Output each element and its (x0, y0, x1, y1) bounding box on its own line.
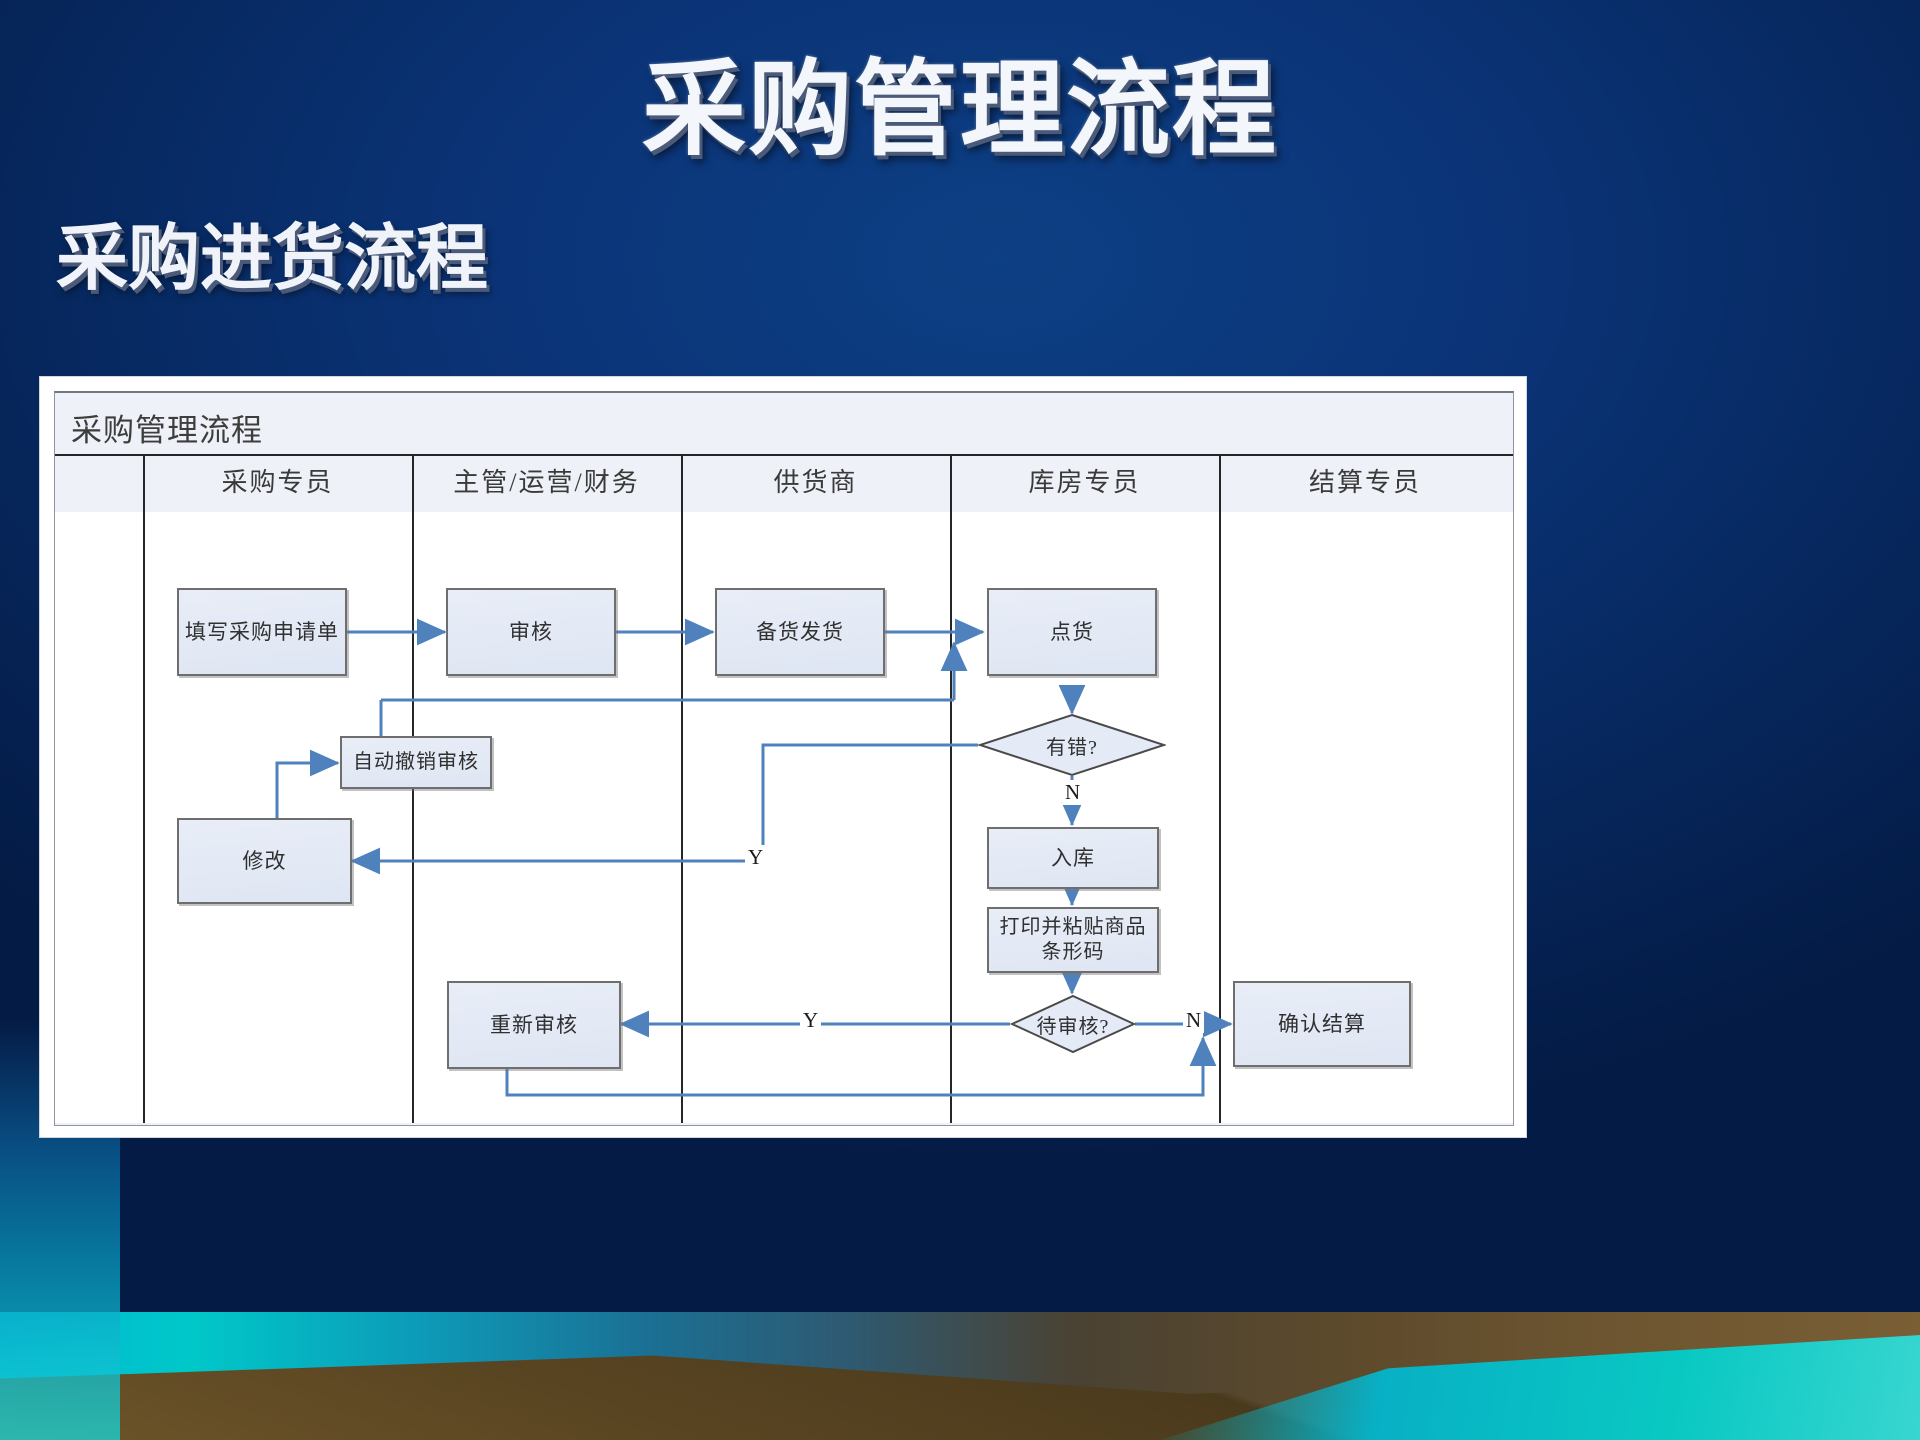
page-title: 采购管理流程 (641, 53, 1278, 168)
node-pending-review[interactable]: 待审核? (1010, 994, 1136, 1054)
node-review[interactable]: 审核 (446, 588, 616, 676)
flowchart-inner: 采购管理流程 采购专员 主管/运营/财务 供货商 库房专员 结算专员 (54, 391, 1514, 1126)
node-auto-cancel-review[interactable]: 自动撤销审核 (340, 736, 492, 789)
edge-label-pending-yes: Y (800, 1008, 822, 1033)
flowchart-title: 采购管理流程 (71, 413, 263, 448)
lane-label-manager: 主管/运营/财务 (453, 468, 640, 497)
bottom-decorative-band (0, 1312, 1920, 1440)
lane-divider-0 (143, 454, 145, 1123)
page-subtitle: 采购进货流程 (56, 219, 489, 299)
node-recheck[interactable]: 重新审核 (447, 981, 621, 1069)
node-modify[interactable]: 修改 (177, 818, 352, 904)
lane-divider-4 (1219, 454, 1221, 1123)
node-count-goods[interactable]: 点货 (987, 588, 1157, 676)
node-fill-request[interactable]: 填写采购申请单 (177, 588, 347, 676)
node-in-stock[interactable]: 入库 (987, 827, 1159, 889)
node-confirm-settlement[interactable]: 确认结算 (1233, 981, 1411, 1067)
edge-label-yes-error: Y (745, 845, 767, 870)
lane-label-warehouse: 库房专员 (1028, 468, 1141, 497)
lane-label-supplier: 供货商 (773, 468, 858, 497)
band-teal-shape (1160, 1335, 1920, 1440)
edge-label-no-error: N (1062, 780, 1084, 805)
lane-divider-3 (950, 454, 952, 1123)
flowchart-panel: 采购管理流程 采购专员 主管/运营/财务 供货商 库房专员 结算专员 (40, 377, 1526, 1137)
node-prepare-ship[interactable]: 备货发货 (715, 588, 885, 676)
lane-divider-2 (681, 454, 683, 1123)
node-print-barcode[interactable]: 打印并粘贴商品 条形码 (987, 907, 1159, 973)
edge-label-pending-no: N (1183, 1008, 1205, 1033)
lane-label-purchaser: 采购专员 (221, 468, 334, 497)
node-has-error[interactable]: 有错? (978, 713, 1166, 777)
lane-label-settle: 结算专员 (1308, 468, 1421, 497)
